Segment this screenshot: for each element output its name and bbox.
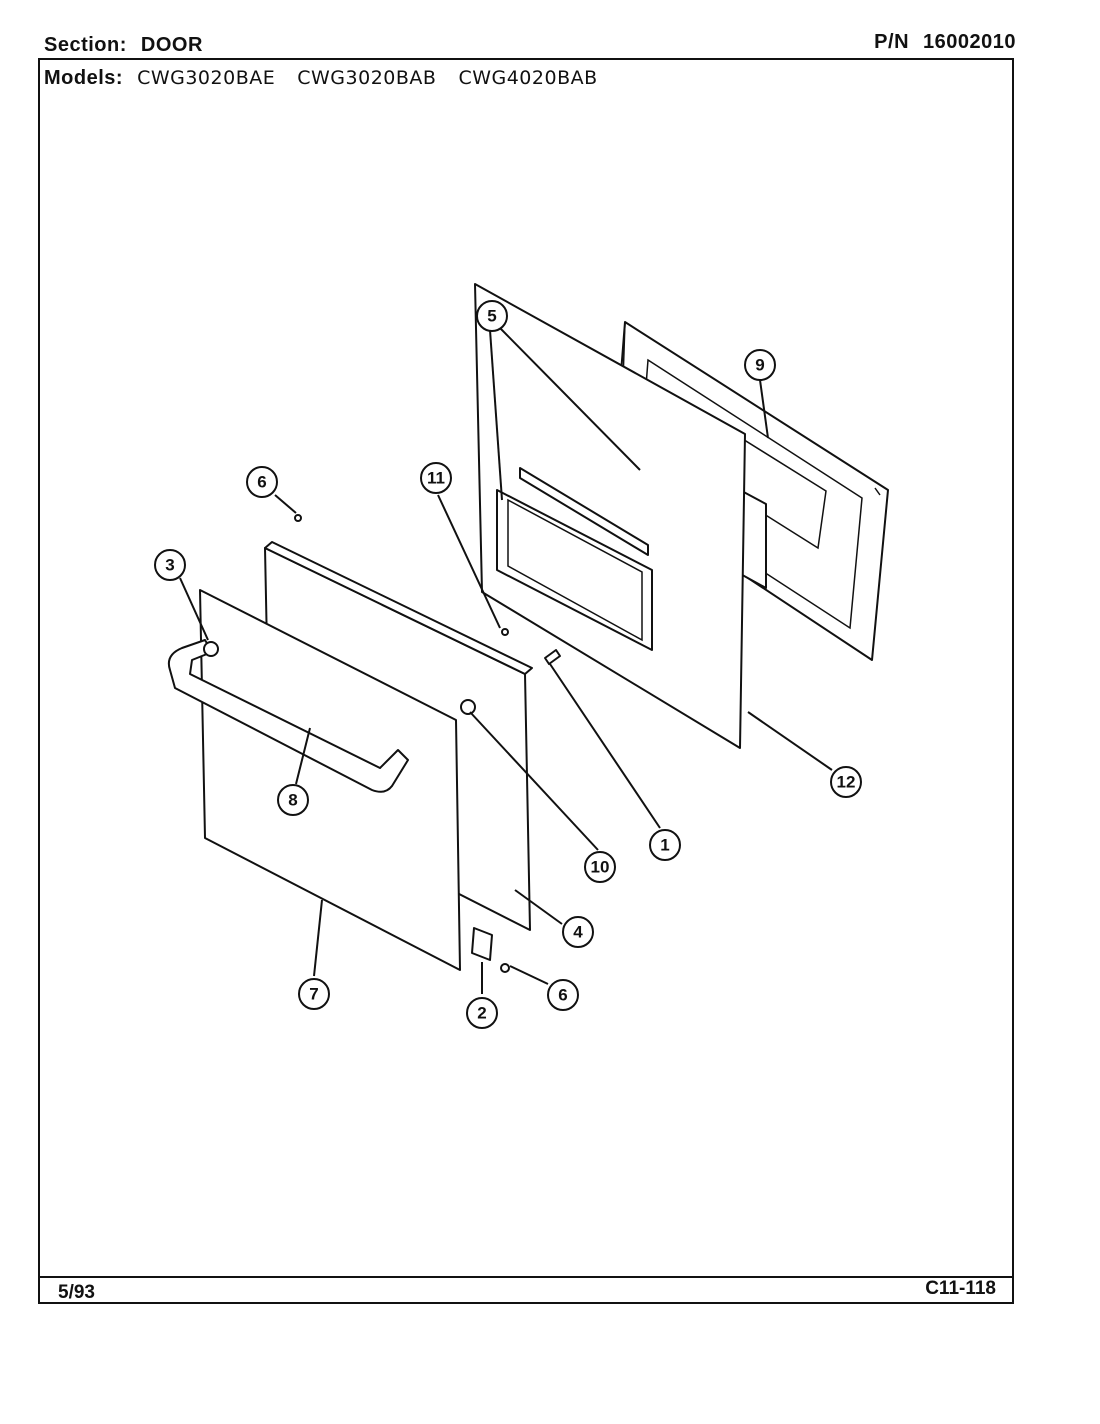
- callout-7: 7: [298, 978, 330, 1010]
- svg-text:7: 7: [309, 985, 318, 1004]
- leader-lines: [179, 327, 833, 994]
- door-inner-panel: [474, 283, 746, 749]
- svg-text:5: 5: [487, 307, 496, 326]
- model-2: CWG3020BAB: [297, 67, 437, 89]
- callout-10: 10: [584, 851, 616, 883]
- callout-11: 11: [420, 462, 452, 494]
- pn-value: 16002010: [923, 31, 1016, 53]
- callout-4: 4: [562, 916, 594, 948]
- model-3: CWG4020BAB: [458, 67, 598, 89]
- svg-text:4: 4: [573, 923, 583, 942]
- callout-8: 8: [277, 784, 309, 816]
- callout-6-bottom: 6: [547, 979, 579, 1011]
- callout-3: 3: [154, 549, 186, 581]
- hardware: [203, 514, 561, 973]
- footer-divider: [38, 1276, 1014, 1278]
- callout-5: 5: [476, 300, 508, 332]
- pn-label: P/N: [874, 31, 910, 53]
- page-frame: [38, 58, 1014, 1304]
- door-handle: [167, 639, 409, 793]
- page-code: C11-118: [925, 1278, 996, 1299]
- callout-12: 12: [830, 766, 862, 798]
- svg-text:12: 12: [837, 773, 856, 792]
- svg-text:11: 11: [427, 469, 445, 488]
- section-header: Section: DOOR: [44, 34, 203, 57]
- svg-text:9: 9: [755, 356, 764, 375]
- callout-9: 9: [744, 349, 776, 381]
- part-number: P/N 16002010: [874, 31, 1016, 54]
- svg-text:6: 6: [558, 986, 567, 1005]
- svg-text:10: 10: [591, 858, 610, 877]
- svg-text:3: 3: [165, 556, 174, 575]
- callout-6-top: 6: [246, 466, 278, 498]
- callout-2: 2: [466, 997, 498, 1029]
- svg-text:1: 1: [660, 836, 669, 855]
- section-value: DOOR: [140, 34, 203, 56]
- models-line: Models: CWG3020BAE CWG3020BAB CWG4020BAB: [44, 67, 620, 90]
- revision-date: 5/93: [58, 1282, 95, 1303]
- svg-text:6: 6: [257, 473, 266, 492]
- svg-text:8: 8: [288, 791, 297, 810]
- models-label: Models:: [44, 67, 124, 89]
- section-label: Section:: [44, 34, 127, 56]
- callout-1: 1: [649, 829, 681, 861]
- svg-text:2: 2: [477, 1004, 486, 1023]
- model-1: CWG3020BAE: [137, 67, 276, 89]
- door-front: [199, 589, 461, 971]
